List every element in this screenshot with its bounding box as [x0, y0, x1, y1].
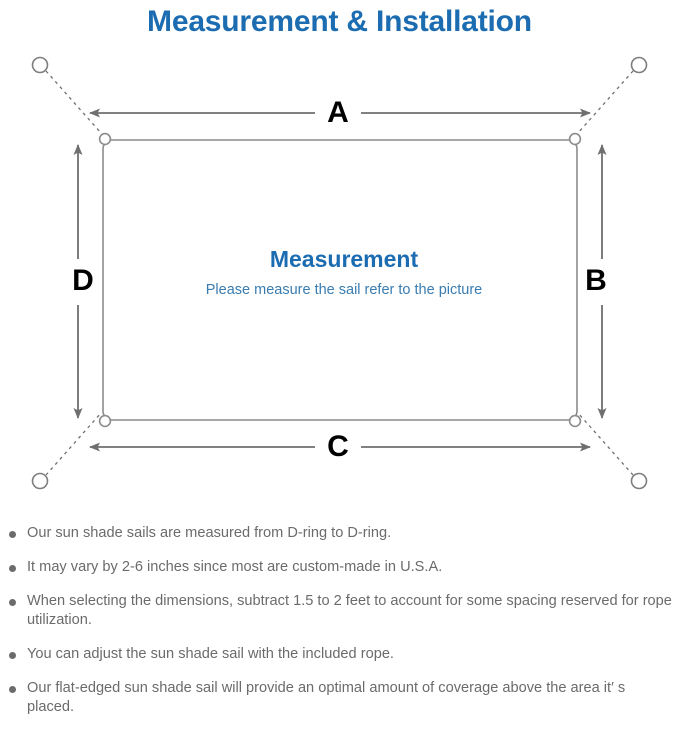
page-title: Measurement & Installation	[147, 5, 532, 38]
notes-list: Our sun shade sails are measured from D-…	[0, 524, 679, 717]
dimension-d-group: D	[72, 144, 94, 419]
anchor-rings-group	[31, 56, 648, 490]
page-title-container: Measurement & Installation	[0, 0, 679, 44]
d-ring-bottom-right	[568, 414, 582, 428]
diagram-center-heading: Measurement	[270, 246, 419, 272]
list-item: Our flat-edged sun shade sail will provi…	[0, 679, 679, 717]
sail-measurement-diagram: A C D B Measurement Please me	[0, 44, 679, 522]
diagram-center-subheading: Please measure the sail refer to the pic…	[206, 282, 482, 298]
dimension-b-group: B	[585, 144, 607, 419]
list-item: You can adjust the sun shade sail with t…	[0, 645, 679, 664]
d-rings-group	[98, 132, 582, 428]
list-item: When selecting the dimensions, subtract …	[0, 592, 679, 630]
anchor-ring-bottom-right	[630, 472, 648, 490]
shade-sail-body	[102, 139, 578, 421]
note-text: Our sun shade sails are measured from D-…	[27, 525, 392, 541]
dimension-a-group: A	[89, 96, 591, 129]
rope-line-bottom-left	[45, 412, 102, 476]
bullet-icon	[9, 652, 16, 659]
d-ring-bottom-left	[98, 414, 112, 428]
anchor-ring-top-left	[31, 56, 49, 74]
dimension-label-c: C	[327, 430, 349, 463]
dimension-label-a: A	[327, 96, 349, 129]
anchor-ring-bottom-left	[31, 472, 49, 490]
bullet-icon	[9, 531, 16, 538]
note-text: You can adjust the sun shade sail with t…	[27, 646, 394, 662]
list-item: Our sun shade sails are measured from D-…	[0, 524, 679, 543]
d-ring-top-right	[568, 132, 582, 146]
rope-line-bottom-right	[577, 412, 634, 476]
bullet-icon	[9, 686, 16, 693]
note-text: Our flat-edged sun shade sail will provi…	[27, 680, 626, 715]
note-text: When selecting the dimensions, subtract …	[27, 593, 672, 628]
rope-line-top-left	[45, 70, 102, 134]
bullet-icon	[9, 565, 16, 572]
dimension-label-b: B	[585, 264, 607, 297]
d-ring-top-left	[98, 132, 112, 146]
diagram-svg: A C D B Measurement Please me	[31, 56, 648, 490]
bullet-icon	[9, 599, 16, 606]
dimension-label-d: D	[72, 264, 94, 297]
dimension-c-group: C	[89, 430, 591, 463]
anchor-ring-top-right	[630, 56, 648, 74]
note-text: It may vary by 2-6 inches since most are…	[27, 559, 443, 575]
rope-line-top-right	[577, 70, 634, 134]
list-item: It may vary by 2-6 inches since most are…	[0, 558, 679, 577]
